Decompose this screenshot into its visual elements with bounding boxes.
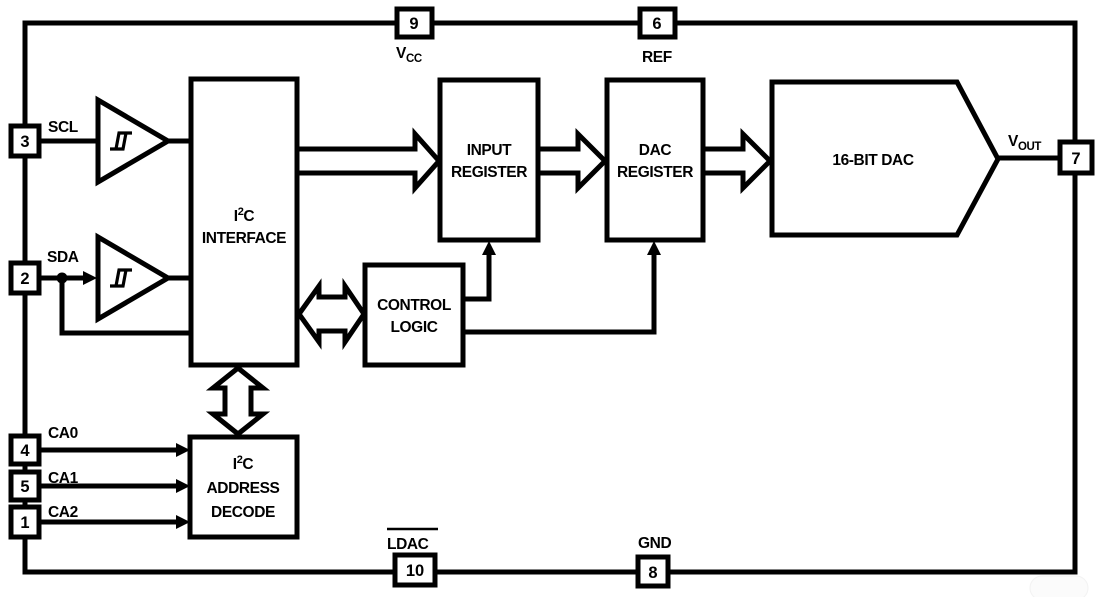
pin-5-number: 5 [20, 478, 29, 496]
ldac-label: LDAC [387, 536, 429, 553]
input-register-label-line1: INPUT [467, 142, 512, 159]
hysteresis-icon [114, 131, 132, 150]
control-to-input-register-arrowhead [482, 241, 496, 255]
pin-10-box [392, 552, 438, 588]
pin-4-box [8, 433, 42, 467]
dac-register-label-line1: DAC [639, 142, 672, 159]
control-to-dac-register-wire [463, 254, 657, 335]
input-register-to-dac-register-bus-arrow [535, 127, 609, 195]
hysteresis-icon [110, 132, 128, 151]
pin-10-ldac: 10 LDAC [387, 527, 438, 588]
i2c-interface-label-line2: INTERFACE [202, 230, 286, 247]
address-decode-label-line3: DECODE [211, 504, 275, 521]
scl-label: SCL [48, 119, 78, 136]
address-decode-box [187, 434, 300, 540]
input-register-label-line2: REGISTER [451, 164, 527, 181]
address-decode-label-line1: I2C [233, 454, 254, 473]
i2c-interface-box [188, 76, 300, 368]
pin-7-box [1057, 139, 1095, 176]
ca1-arrowhead [176, 479, 190, 493]
vout-label: VOUT [1008, 133, 1041, 153]
chip-boundary [22, 20, 1078, 575]
input-register-block: INPUT REGISTER [437, 77, 541, 243]
hysteresis-icon [110, 269, 128, 288]
pin-7-vout: 7 VOUT [1008, 133, 1095, 176]
pin-5-ca1: 5 CA1 [8, 469, 79, 503]
pin-10-number: 10 [406, 562, 424, 580]
dac-16bit-block: 16-BIT DAC [769, 79, 1001, 238]
control-logic-label-line1: CONTROL [377, 297, 451, 314]
control-logic-box [362, 262, 466, 368]
pin-7-number: 7 [1071, 150, 1080, 168]
pin-8-gnd: 8 GND [635, 535, 672, 589]
i2c-address-decode-bidirectional-arrow [205, 364, 271, 438]
ca0-arrowhead [176, 443, 190, 457]
pin-5-box [8, 469, 42, 503]
input-register-box [437, 77, 541, 243]
i2c-interface-block: I2C INTERFACE [188, 76, 300, 368]
sda-buffer-triangle [95, 232, 173, 324]
dac-register-block: DAC REGISTER [604, 77, 706, 243]
i2c-interface-label: I2C [234, 206, 255, 225]
pin-8-box [635, 554, 671, 589]
sda-label: SDA [47, 249, 79, 266]
dac-16bit-label: 16-BIT DAC [832, 152, 913, 169]
pin-8-number: 8 [648, 564, 657, 582]
ca2-label: CA2 [48, 504, 78, 521]
vcc-label: VCC [396, 45, 422, 65]
i2c-address-decode-block: I2C ADDRESS DECODE [187, 434, 300, 540]
ca0-label: CA0 [48, 425, 78, 442]
pin-9-number: 9 [409, 15, 418, 33]
control-logic-label-line2: LOGIC [390, 319, 437, 336]
address-decode-label-line2: ADDRESS [207, 480, 280, 497]
scl-buffer-triangle [95, 95, 173, 187]
pin-4-number: 4 [20, 442, 30, 460]
pin-9-vcc: 9 VCC [394, 6, 435, 65]
pin-6-number: 6 [652, 15, 661, 33]
control-logic-block: CONTROL LOGIC [362, 262, 466, 368]
watermark [1029, 575, 1089, 597]
gnd-label: GND [638, 535, 671, 552]
dac-register-label-line2: REGISTER [617, 164, 693, 181]
pin-2-box [8, 260, 42, 296]
ca2-arrowhead [176, 515, 190, 529]
pin-9-box [394, 6, 435, 40]
i2c-control-bidirectional-arrow [295, 277, 368, 351]
ca1-label: CA1 [48, 470, 79, 487]
ref-label: REF [642, 49, 672, 66]
pin-2-number: 2 [20, 270, 29, 288]
pin-4-ca0: 4 CA0 [8, 425, 78, 467]
dac-register-to-dac-bus-arrow [700, 127, 774, 195]
pin-3-scl: 3 SCL [8, 119, 78, 159]
sda-schmitt-buffer [95, 232, 173, 324]
control-to-dac-register-arrowhead [647, 241, 661, 255]
sda-feedback-wire [59, 278, 191, 336]
pin-1-ca2: 1 CA2 [8, 504, 78, 540]
pin-3-number: 3 [20, 133, 29, 151]
i2c-to-input-register-bus-arrow [294, 127, 443, 195]
dac-16bit-shape [769, 79, 1001, 238]
sda-arrowhead [83, 271, 97, 285]
pin-1-box [8, 504, 42, 540]
pin-6-box [637, 6, 678, 40]
pin-2-sda: 2 SDA [8, 249, 79, 296]
pin-1-number: 1 [20, 514, 29, 532]
pin-6-ref: 6 REF [637, 6, 678, 66]
dac-register-box [604, 77, 706, 243]
control-to-input-register-wire [463, 254, 492, 302]
pin-3-box [8, 123, 42, 159]
hysteresis-icon [114, 268, 132, 287]
scl-schmitt-buffer [95, 95, 173, 187]
